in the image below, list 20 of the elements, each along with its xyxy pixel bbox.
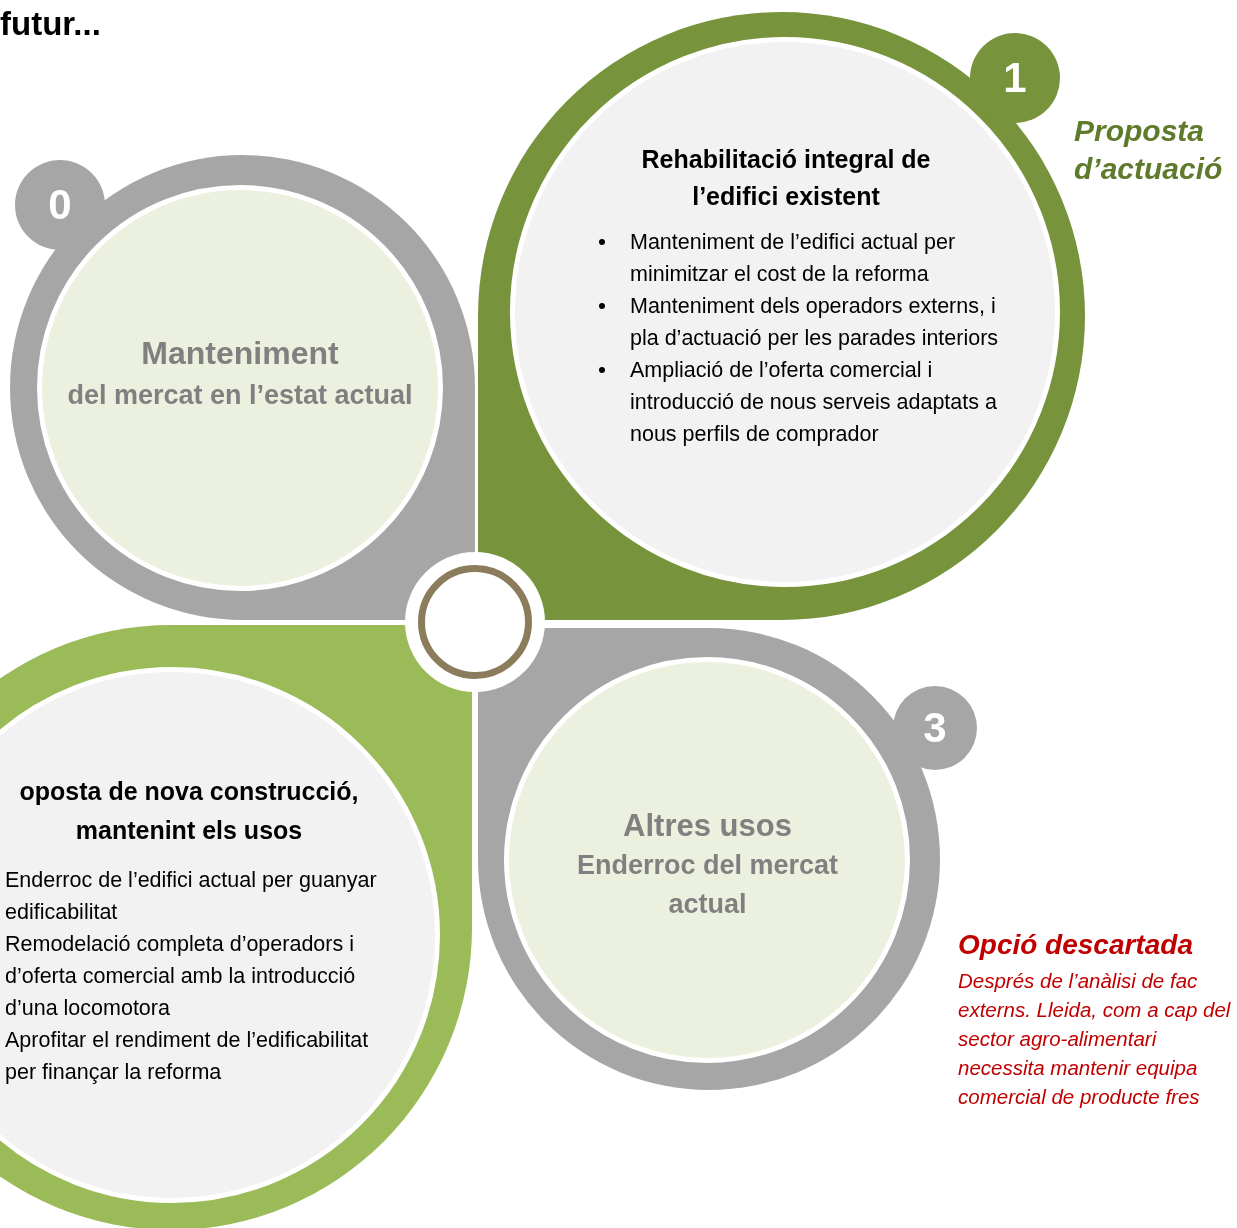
list-item: Enderroc de l’edifici actual per guanyar edificabilitat	[5, 867, 378, 926]
petal-subtitle: del mercat en l’estat actual	[66, 379, 414, 412]
badge-number: 1	[1003, 55, 1027, 101]
petal-heading: oposta de nova construcció, mantenint els usos	[18, 776, 360, 846]
badge-number: 0	[48, 182, 72, 228]
side-heading: Proposta d’actuació	[1074, 113, 1224, 187]
petal-heading: Manteniment	[140, 334, 340, 373]
badge-number: 3	[923, 705, 947, 751]
petal-subtitle: Enderroc del mercat actual	[575, 849, 840, 921]
page-title: futur...	[0, 4, 101, 44]
bullet-item: Manteniment de l’edifici actual per minimitzar el cost de la reforma	[630, 229, 957, 288]
side-note: Després de l’anàlisi de fac externs. Lleida, com a cap del sector agro-alimentari necessita mantenir equipa comercial de producte fres	[958, 968, 1232, 1110]
bullet-item: Manteniment dels operadors externs, i pla d’actuació per les parades interiors	[630, 293, 1000, 352]
side-heading: Opció descartada	[958, 928, 1194, 962]
petal-heading: Altres usos	[622, 807, 793, 845]
petal-heading: Rehabilitació integral de l’edifici existent	[640, 144, 932, 212]
petal-shape	[0, 625, 472, 1228]
bullet-item: Ampliació de l’oferta comercial i introducció de nous serveis adaptats a nous perfils de comprador	[630, 357, 998, 448]
list-item: Aprofitar el rendiment de l’edificabilitat per finançar la reforma	[5, 1027, 370, 1086]
list-item: Remodelació completa d’operadors i d’oferta comercial amb la introducció d’una locomotora	[5, 931, 357, 1022]
